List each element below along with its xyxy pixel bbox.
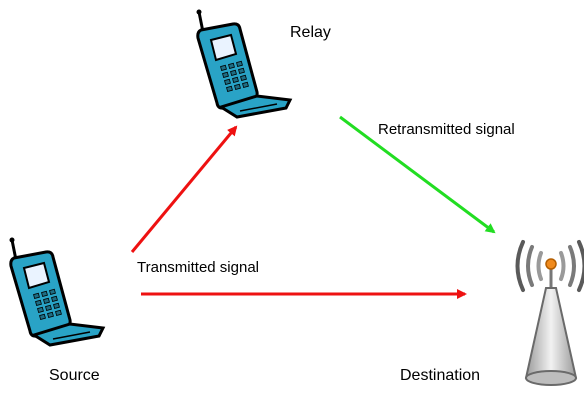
- source-label: Source: [49, 368, 100, 384]
- antenna-tower-icon: [518, 242, 584, 385]
- destination-label: Destination: [400, 368, 480, 384]
- transmitted-signal-label: Transmitted signal: [137, 260, 259, 275]
- relay-label: Relay: [290, 25, 331, 41]
- relay-phone-icon: [197, 10, 291, 118]
- source-to-relay-arrow: [132, 127, 236, 252]
- source-phone-icon: [10, 238, 104, 346]
- retransmitted-signal-label: Retransmitted signal: [378, 122, 515, 137]
